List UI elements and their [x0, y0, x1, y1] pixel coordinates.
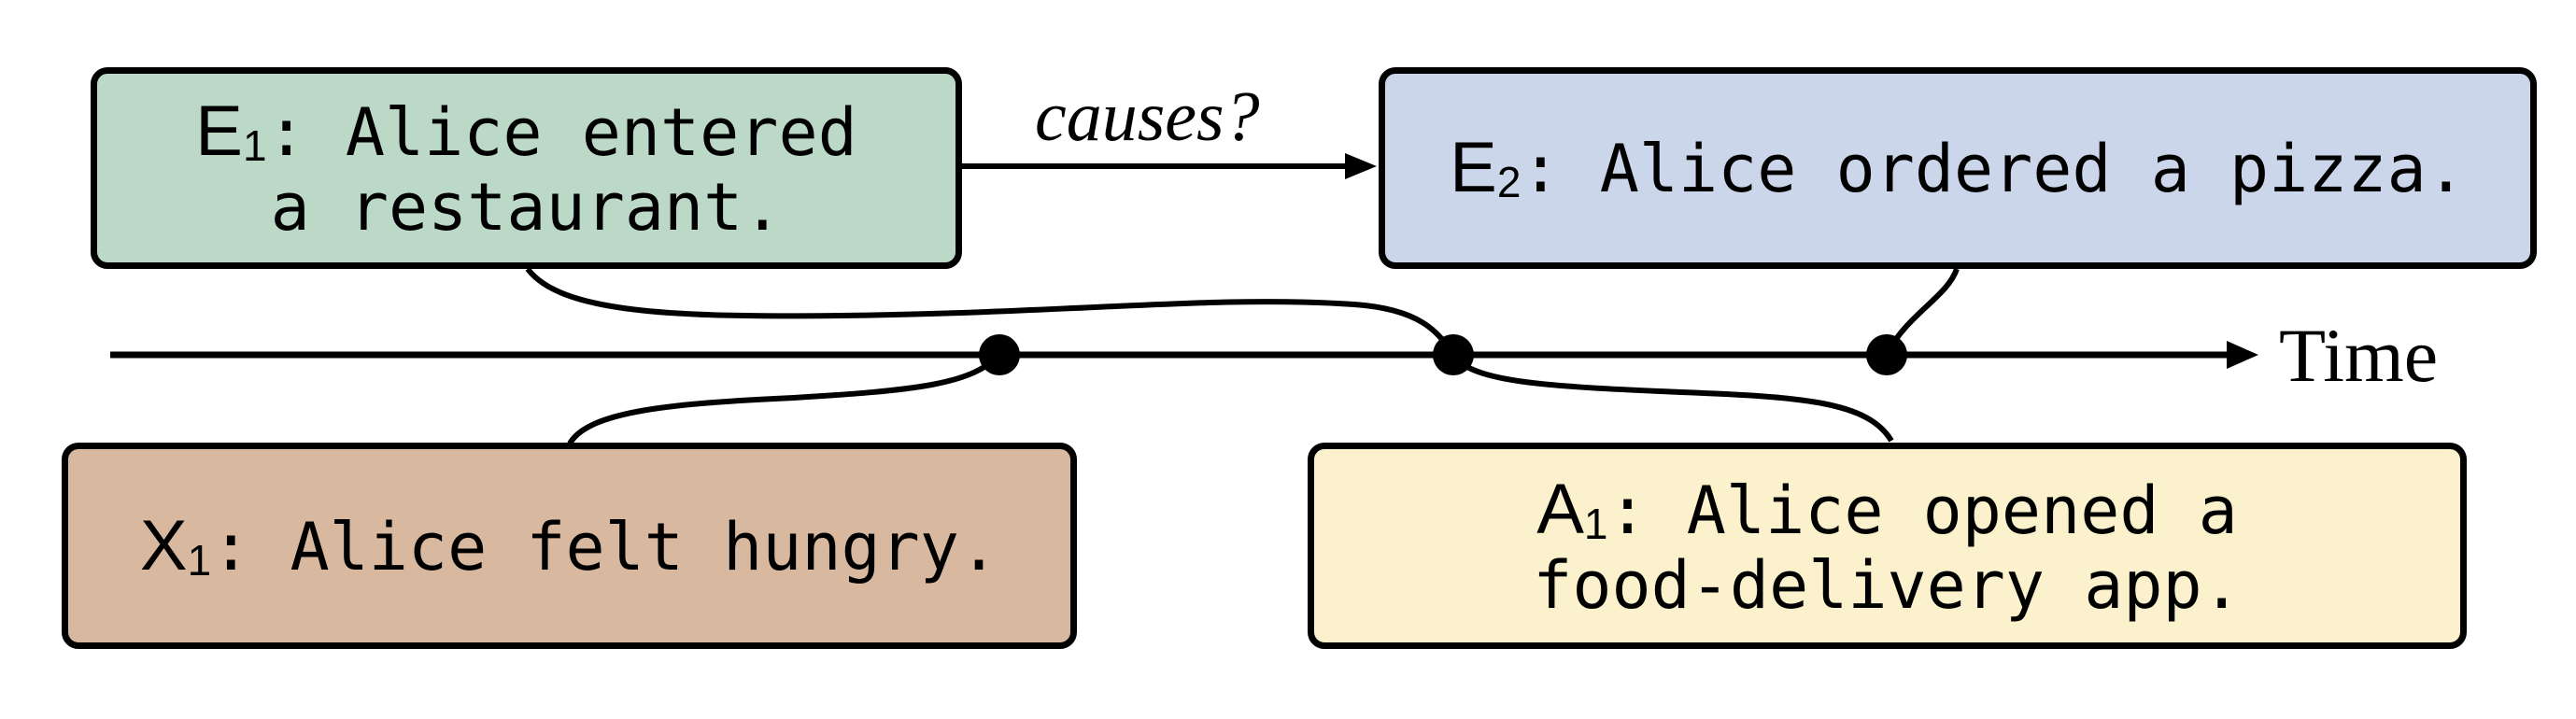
e1-text-line1: Alice entered	[345, 94, 857, 172]
causes-arrowhead	[1345, 153, 1377, 179]
e2-text-line1: Alice ordered a pizza.	[1599, 131, 2466, 208]
a1-second-line: food-delivery app.	[1533, 546, 2242, 624]
a1-text-line2: food-delivery app.	[1533, 546, 2242, 624]
x1-connector	[567, 352, 1002, 445]
x1-text-line1: Alice felt hungry.	[290, 508, 999, 585]
e1-first-line: E1: Alice entered	[195, 92, 857, 172]
causes-label: causes?	[1035, 78, 1260, 156]
time-point-e2	[1866, 334, 1907, 375]
x1-label: X1	[139, 505, 212, 585]
e2-first-line: E2: Alice ordered a pizza.	[1450, 128, 2466, 208]
x1-first-line: X1: Alice felt hungry.	[139, 505, 999, 585]
e1-text-line2: a restaurant.	[270, 169, 783, 247]
e2-label: E2	[1450, 128, 1522, 208]
event-box-x1: X1: Alice felt hungry.	[62, 443, 1077, 649]
e1-connector	[525, 267, 1456, 357]
a1-text-line1: Alice opened a	[1686, 472, 2238, 549]
e1-second-line: a restaurant.	[270, 169, 783, 247]
time-point-x1	[979, 334, 1020, 375]
a1-first-line: A1: Alice opened a	[1536, 469, 2238, 549]
event-box-e2: E2: Alice ordered a pizza.	[1379, 67, 2537, 269]
e1-label: E1	[195, 92, 267, 172]
time-axis-arrowhead	[2227, 341, 2258, 369]
event-box-a1: A1: Alice opened a food-delivery app.	[1308, 443, 2467, 649]
a1-label: A1	[1536, 469, 1608, 549]
event-box-e1: E1: Alice entered a restaurant.	[91, 67, 962, 269]
time-axis-label: Time	[2279, 313, 2439, 398]
time-point-e1-a1	[1433, 334, 1474, 375]
a1-connector	[1451, 353, 1894, 443]
